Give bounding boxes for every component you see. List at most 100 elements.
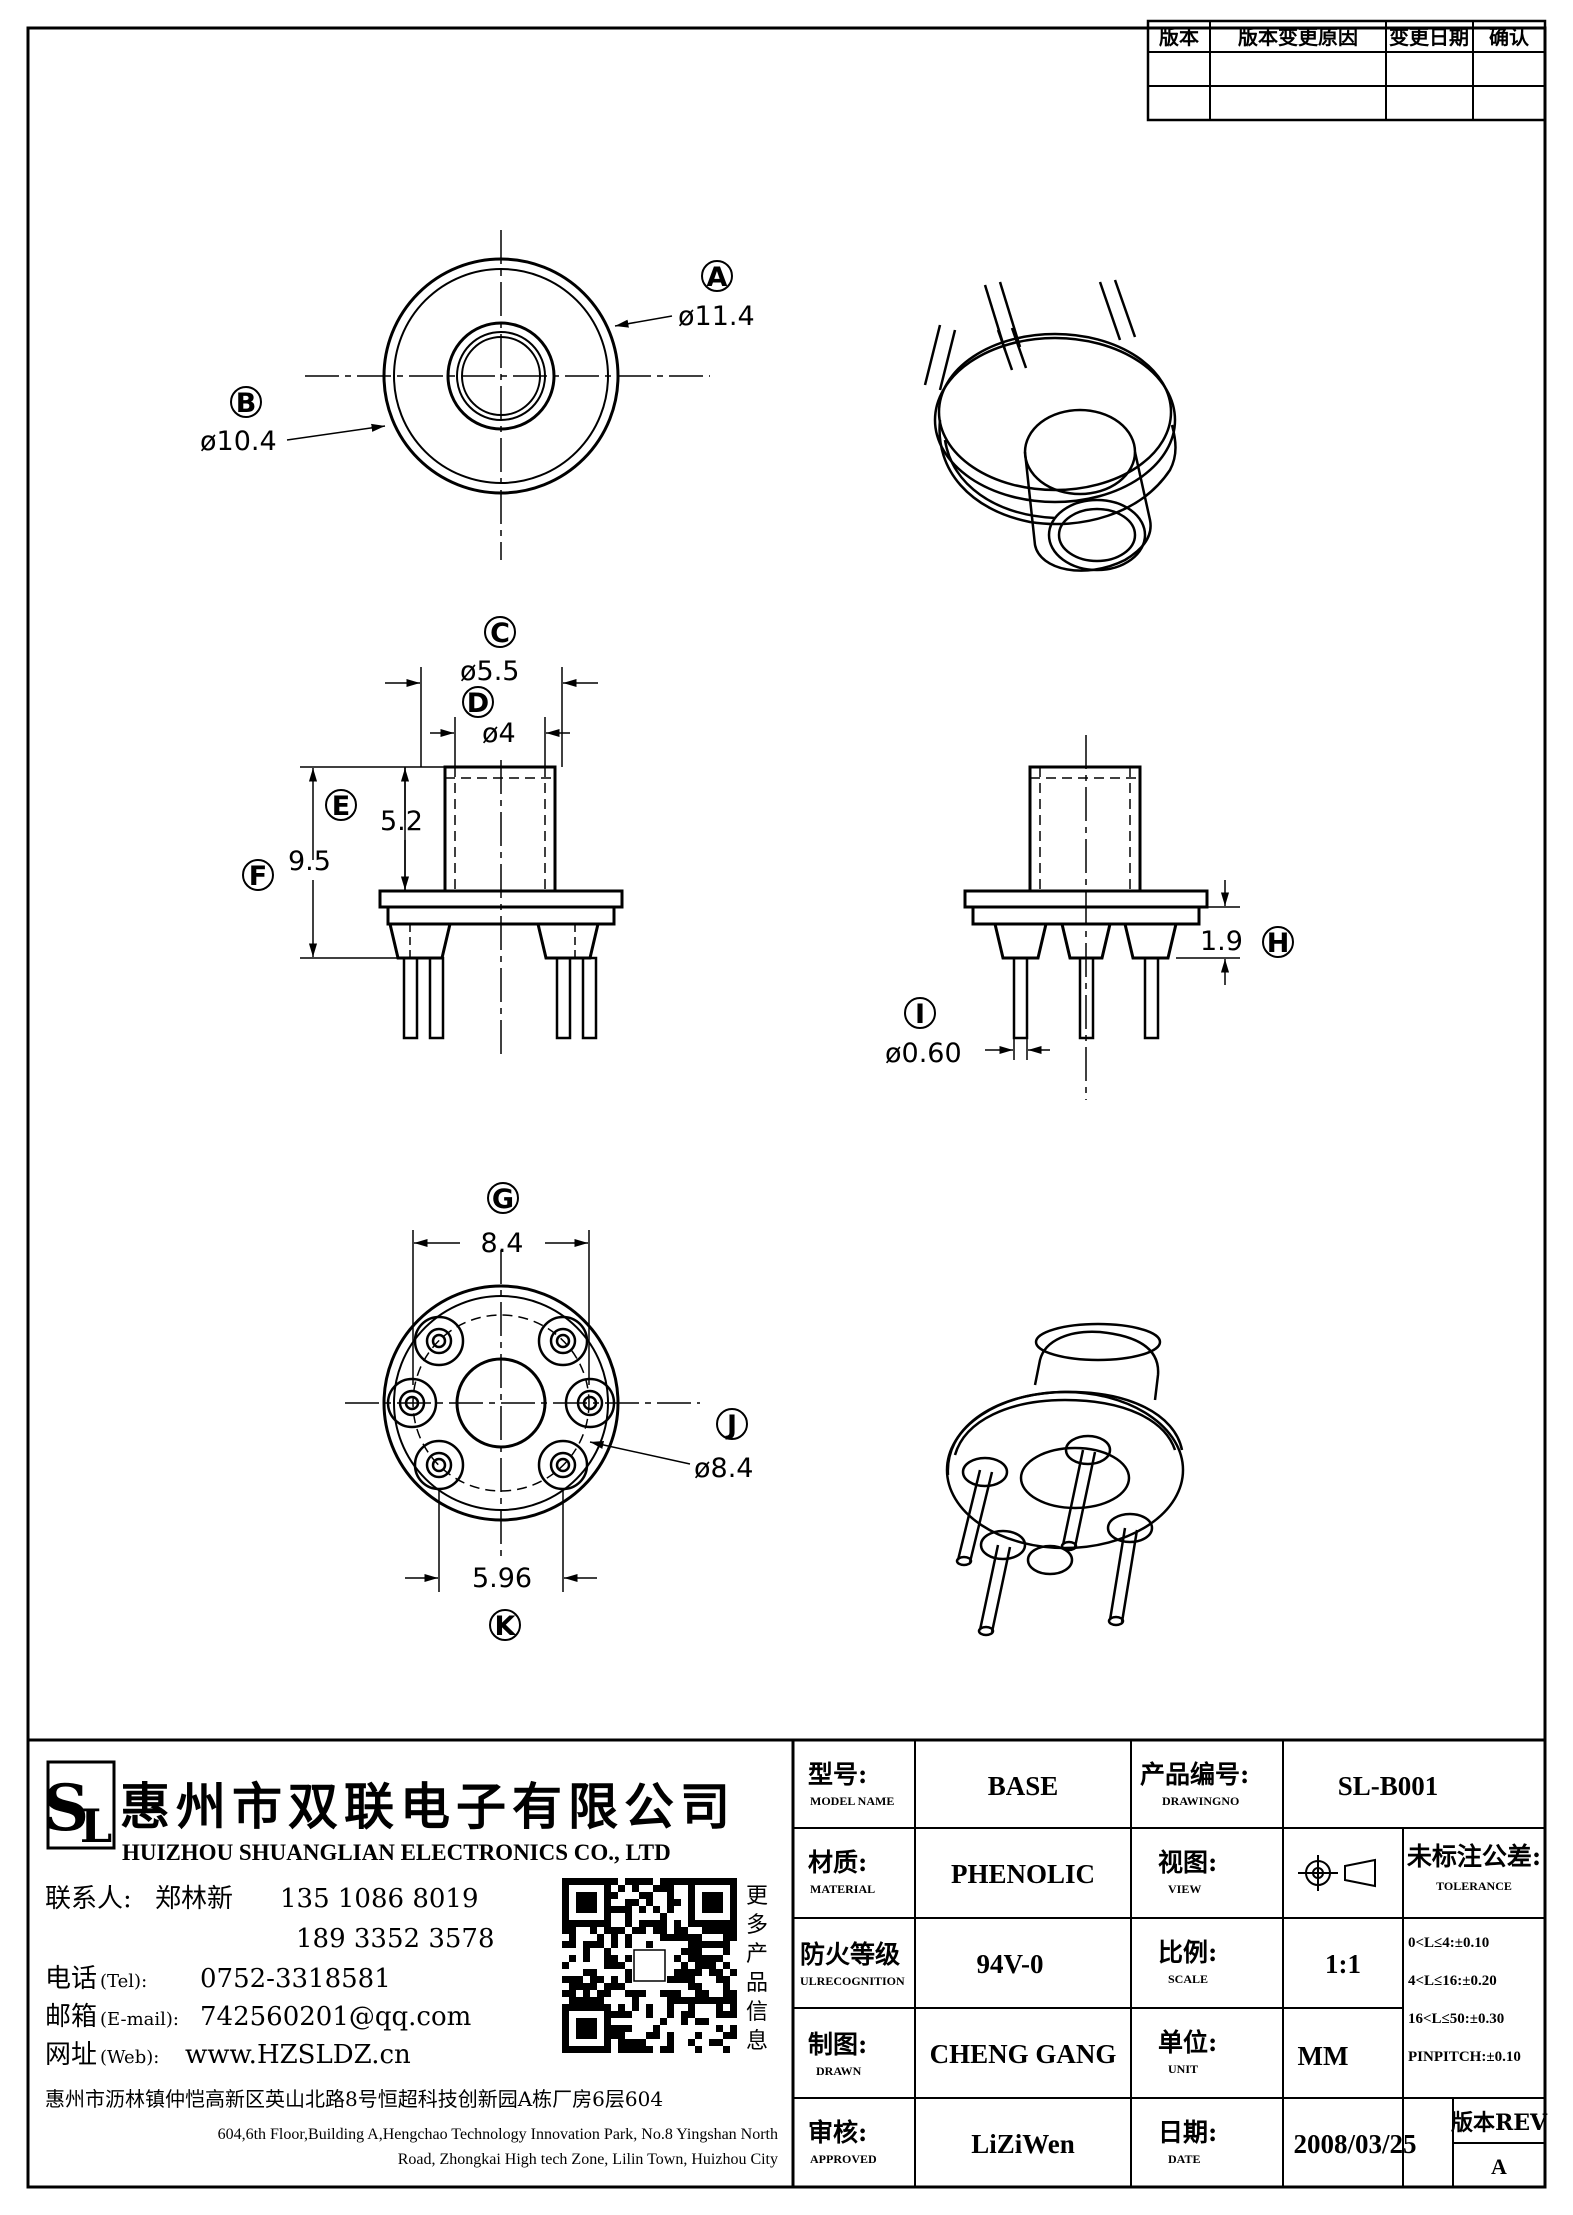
qr-module [604,2004,611,2011]
qr-module [716,1878,723,1885]
dim-H: 1.9 [1200,926,1243,957]
qr-module [716,1976,723,1983]
qr-module [639,1878,646,1885]
title-block-frame [28,1738,1545,2187]
dim-I: ø0.60 [885,1038,962,1069]
qr-module [604,1913,611,1920]
qr-module [632,2039,639,2046]
material-label: 材质: [808,1848,867,1877]
qr-module [646,1892,653,1899]
dim-G: 8.4 [481,1228,524,1259]
web-label: 网址 [45,2040,97,2070]
qr-module [667,2032,674,2039]
qr-module [562,1941,569,1948]
qr-module [576,1983,583,1990]
svg-text:E: E [332,791,350,822]
qr-module [716,1920,723,1927]
model-label: 型号: [808,1760,867,1789]
qr-caption-6: 息 [746,2029,768,2054]
flame-label-en: ULRECOGNITION [800,1974,905,1988]
qr-module [632,2004,639,2011]
qr-module [569,1878,576,1885]
qr-module [688,1906,695,1913]
qr-caption-2: 多 [746,1913,768,1938]
qr-module [625,1920,632,1927]
qr-module [688,2011,695,2018]
dim-J: ø8.4 [694,1453,753,1484]
qr-code [562,1878,737,2053]
qr-module [646,2011,653,2018]
qr-module [674,1934,681,1941]
qr-module [625,1941,632,1948]
qr-module [611,1927,618,1934]
qr-module [562,2011,569,2018]
qr-module [590,1927,597,1934]
scale-label-en: SCALE [1168,1972,1208,1986]
qr-module [569,2046,576,2053]
qr-module [611,1941,618,1948]
qr-module [583,2046,590,2053]
qr-module [730,1934,737,1941]
dim-K: 5.96 [472,1563,532,1594]
qr-module [604,1962,611,1969]
qr-module [562,1920,569,1927]
qr-module [702,1920,709,1927]
qr-module [667,1892,674,1899]
qr-module [562,1976,569,1983]
qr-module [562,2046,569,2053]
company-name-en: HUIZHOU SHUANGLIAN ELECTRONICS CO., LTD [122,1840,671,1865]
qr-module [590,1899,597,1906]
qr-module [639,1892,646,1899]
qr-module [611,2011,618,2018]
drawn-label: 制图: [808,2030,867,2059]
scale-label: 比例: [1158,1938,1217,1967]
qr-module [695,1948,702,1955]
flame-label: 防火等级 [800,1940,900,1969]
qr-module [674,1927,681,1934]
qr-module [695,1962,702,1969]
qr-module [667,1934,674,1941]
qr-module [569,2004,576,2011]
qr-module [562,2025,569,2032]
company-name-cn: 惠州市双联电子有限公司 [120,1777,736,1836]
qr-module [681,1878,688,1885]
qr-module [702,1997,709,2004]
qr-module [695,1983,702,1990]
qr-module [695,2046,702,2053]
qr-module [716,1941,723,1948]
qr-module [723,1983,730,1990]
contact-phone-2: 189 3352 3578 [296,1924,495,1954]
qr-module [688,1976,695,1983]
qr-module [702,2018,709,2025]
qr-module [576,2004,583,2011]
qr-module [590,1878,597,1885]
revision-table [1146,19,1547,122]
unit-label-en: UNIT [1168,2062,1198,2076]
scale-value: 1:1 [1325,1949,1361,1979]
date-label: 日期: [1158,2118,1217,2147]
model-label-en: MODEL NAME [810,1794,894,1808]
qr-module [583,2032,590,2039]
qr-module [583,1990,590,1997]
qr-module [716,1955,723,1962]
qr-module [611,2032,618,2039]
qr-module [597,1920,604,1927]
qr-module [590,1976,597,1983]
qr-module [611,1962,618,1969]
drawingno-label: 产品编号: [1140,1760,1249,1789]
qr-module [688,1948,695,1955]
address-en-2: Road, Zhongkai High tech Zone, Lilin Tow… [398,2151,778,2168]
label-C: C [484,616,516,649]
qr-module [716,1899,723,1906]
qr-module [562,2018,569,2025]
dim-C: ø5.5 [460,656,519,687]
svg-text:K: K [495,1611,517,1642]
qr-module [639,2046,646,2053]
qr-module [702,1962,709,1969]
qr-module [562,1892,569,1899]
qr-module [618,2039,625,2046]
tolerance-2: 4<L≤16:±0.20 [1408,1973,1497,1989]
label-G: G [487,1182,519,1215]
qr-module [604,1885,611,1892]
qr-module [625,1955,632,1962]
